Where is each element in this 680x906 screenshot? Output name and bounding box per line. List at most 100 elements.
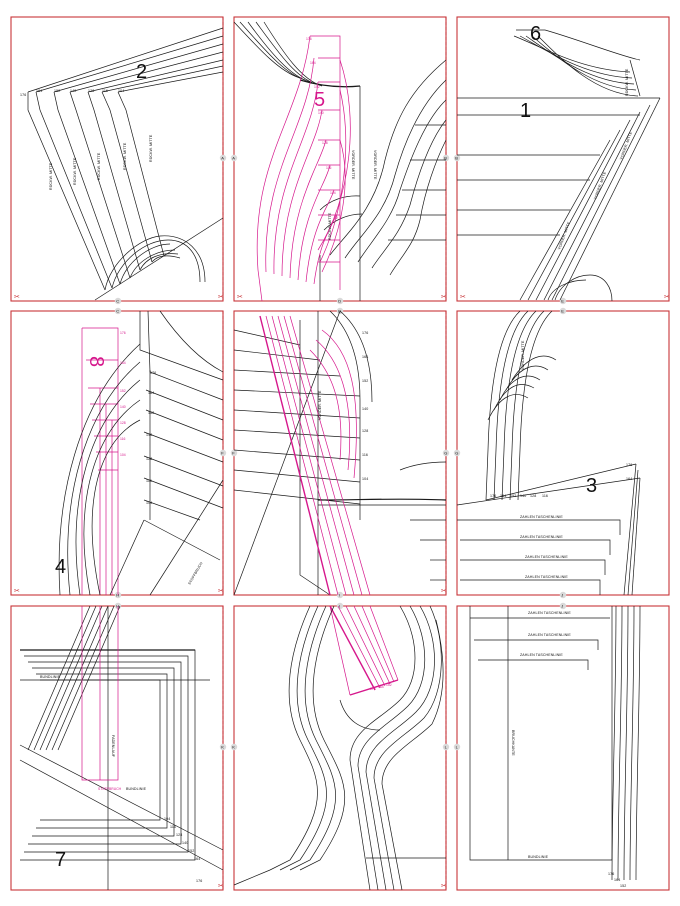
svg-text:176: 176 <box>608 872 614 876</box>
svg-text:176: 176 <box>20 93 26 97</box>
svg-text:164: 164 <box>120 361 126 365</box>
centre-3-lines <box>233 605 446 891</box>
piece-7-lines: BUNDLINIE BUNDLINIE FADENLAUF STOFFBRUCH <box>19 605 224 890</box>
join-marker-a2: A <box>230 154 238 162</box>
svg-text:F: F <box>232 450 235 455</box>
piece-5-lines: VORDER. MITTE VORDER. MITTE RÜCKW. MITTE <box>233 21 447 302</box>
svg-text:164: 164 <box>378 685 384 689</box>
svg-text:152: 152 <box>314 85 320 89</box>
svg-text:H: H <box>116 603 119 608</box>
svg-text:ZAHLEN TASCHENLINIE: ZAHLEN TASCHENLINIE <box>528 633 571 637</box>
svg-text:J: J <box>561 603 563 608</box>
svg-text:ZAHLEN TASCHENLINIE: ZAHLEN TASCHENLINIE <box>525 575 568 579</box>
scissors-icon: ✂ <box>441 587 447 595</box>
svg-text:164: 164 <box>194 857 200 861</box>
join-marker-b2: B <box>453 154 461 162</box>
scissors-icon: ✂ <box>460 293 466 301</box>
svg-text:ZAHLEN TASCHENLINIE: ZAHLEN TASCHENLINIE <box>528 611 571 615</box>
svg-text:116: 116 <box>326 166 332 170</box>
svg-text:D: D <box>338 298 341 303</box>
tile-2-3 <box>456 310 670 596</box>
svg-text:128: 128 <box>176 833 182 837</box>
svg-text:140: 140 <box>182 841 188 845</box>
svg-text:L: L <box>445 744 448 749</box>
svg-text:152: 152 <box>148 411 154 415</box>
svg-text:RÜCKW. MITTE: RÜCKW. MITTE <box>49 162 53 190</box>
join-marker-g2: G <box>453 449 461 457</box>
svg-text:B: B <box>455 155 458 160</box>
join-marker-d: D <box>336 297 344 305</box>
svg-text:140: 140 <box>70 89 76 93</box>
join-marker-c: C <box>114 297 122 305</box>
join-marker-e: E <box>559 297 567 305</box>
svg-text:128: 128 <box>530 494 536 498</box>
svg-text:128: 128 <box>120 421 126 425</box>
piece-number-5: 5 <box>314 89 325 111</box>
svg-text:RÜCKW. MITTE: RÜCKW. MITTE <box>73 157 77 185</box>
svg-text:152: 152 <box>386 683 392 687</box>
svg-text:128: 128 <box>322 141 328 145</box>
join-marker-f2: F <box>230 449 238 457</box>
scissors-icon: ✂ <box>218 587 224 595</box>
join-marker-k2: K <box>230 743 238 751</box>
svg-text:BRUCHKANTE: BRUCHKANTE <box>511 730 515 756</box>
svg-text:VORDER. MITTE: VORDER. MITTE <box>373 150 377 180</box>
svg-text:104: 104 <box>362 477 368 481</box>
svg-text:176: 176 <box>626 463 632 467</box>
svg-text:140: 140 <box>318 111 324 115</box>
svg-text:152: 152 <box>120 389 126 393</box>
size-labels: 176 164 152 140 128 116 104 176 164 152 … <box>20 37 632 888</box>
svg-text:104: 104 <box>118 89 124 93</box>
svg-text:176: 176 <box>370 687 376 691</box>
scissors-icon: ✂ <box>218 293 224 301</box>
svg-text:RÜCKW. MITTE: RÜCKW. MITTE <box>123 142 127 170</box>
join-marker-f: F <box>219 449 227 457</box>
join-marker-j2: J <box>559 602 567 610</box>
svg-text:164: 164 <box>614 878 620 882</box>
svg-text:K: K <box>232 744 235 749</box>
svg-text:BUNDLINIE: BUNDLINIE <box>40 675 61 679</box>
svg-text:104: 104 <box>330 191 336 195</box>
piece-number-7: 7 <box>55 849 66 871</box>
svg-text:128: 128 <box>146 457 152 461</box>
svg-text:ZAHLEN TASCHENLINIE: ZAHLEN TASCHENLINIE <box>520 515 563 519</box>
tile-2-1 <box>10 310 224 596</box>
svg-text:STOFFBRUCH: STOFFBRUCH <box>187 561 203 585</box>
piece-1-lines: VORDER. MITTE VORDER. MITTE VORDER. MITT… <box>457 97 661 302</box>
svg-text:ZAHLEN TASCHENLINIE: ZAHLEN TASCHENLINIE <box>525 555 568 559</box>
piece-number-1: 1 <box>520 100 531 122</box>
piece-number-4: 4 <box>55 556 66 578</box>
svg-text:ZAHLEN TASCHENLINIE: ZAHLEN TASCHENLINIE <box>520 535 563 539</box>
svg-text:RÜCKW. MITTE: RÜCKW. MITTE <box>328 212 332 240</box>
svg-text:STOFFBRUCH: STOFFBRUCH <box>98 787 122 791</box>
piece-number-2: 2 <box>136 61 147 83</box>
svg-text:J: J <box>561 592 563 597</box>
join-marker-l: L <box>442 743 450 751</box>
piece-number-3: 3 <box>586 475 597 497</box>
join-marker-c2: C <box>114 307 122 315</box>
svg-text:116: 116 <box>170 825 176 829</box>
svg-text:A: A <box>232 155 235 160</box>
leg-piece-lines: ZAHLEN TASCHENLINIE ZAHLEN TASCHENLINIE … <box>469 605 641 881</box>
svg-text:164: 164 <box>148 391 154 395</box>
svg-text:116: 116 <box>146 479 152 483</box>
scissors-icon: ✂ <box>218 882 224 890</box>
svg-text:152: 152 <box>510 494 516 498</box>
svg-text:152: 152 <box>362 379 368 383</box>
svg-text:128: 128 <box>362 429 368 433</box>
svg-text:164: 164 <box>500 494 506 498</box>
join-marker-a: A <box>219 154 227 162</box>
scissors-icon: ✂ <box>14 293 20 301</box>
svg-text:140: 140 <box>362 407 368 411</box>
svg-text:164: 164 <box>626 477 632 481</box>
svg-text:176: 176 <box>490 494 496 498</box>
svg-text:176: 176 <box>362 331 368 335</box>
join-markers: A A B B C C D D E E F F G G H H I I J J … <box>114 154 567 751</box>
svg-text:L: L <box>456 744 459 749</box>
tile-1-1 <box>10 16 224 302</box>
join-marker-i: I <box>336 591 344 599</box>
svg-text:RÜCKW. MITTE: RÜCKW. MITTE <box>97 152 101 180</box>
svg-text:104: 104 <box>120 453 126 457</box>
svg-text:116: 116 <box>120 437 126 441</box>
scissors-icon: ✂ <box>237 293 243 301</box>
